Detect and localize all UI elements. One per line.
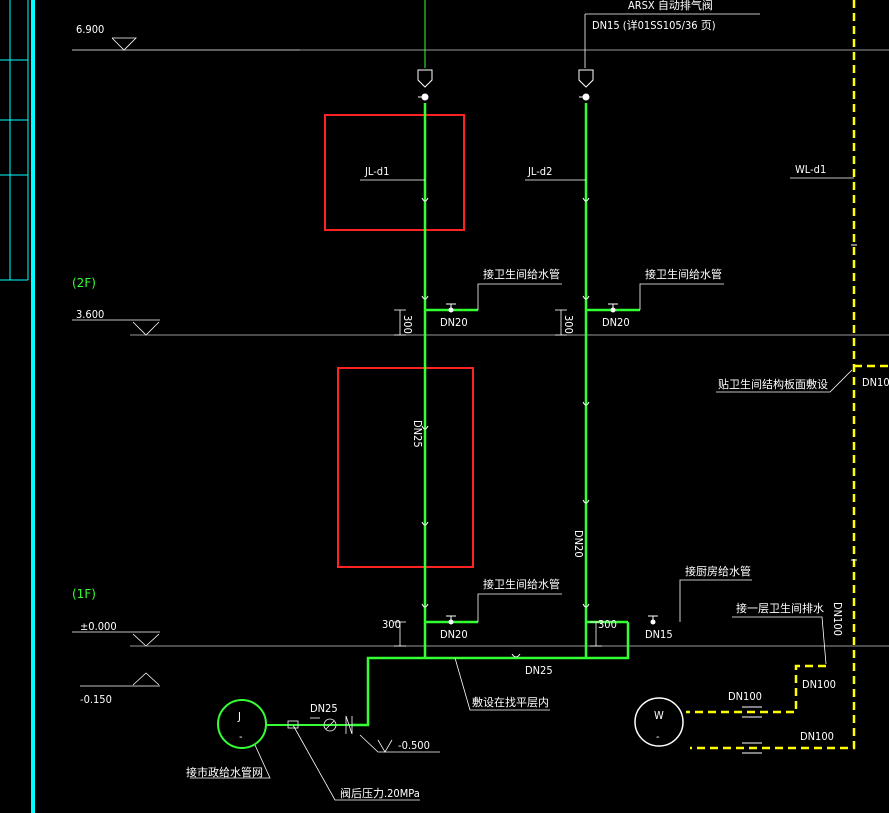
riser-jl1-label: JL-d1	[364, 165, 389, 178]
dim-300-d: 300	[598, 618, 617, 631]
dim-300-c: 300	[382, 618, 401, 631]
inlet-dn25: DN25	[310, 702, 338, 715]
vent-detail-label: DN15 (详01SS105/36 页)	[592, 18, 716, 32]
first-floor-drain-label: 接一层卫生间排水	[736, 601, 824, 615]
drain-pipes	[686, 0, 889, 750]
dn25-main: DN25	[525, 664, 553, 677]
supply-pipes	[352, 103, 640, 727]
dn20-riser: DN20	[572, 530, 585, 558]
supply-main-dash: -	[239, 730, 243, 743]
highlight-boxes	[324, 114, 474, 568]
dn100-b: DN100	[728, 690, 762, 703]
dn100-c: DN100	[800, 730, 834, 743]
pressure-label: 阀后压力.20MPa	[340, 786, 420, 800]
pipe-depth-label: -0.500	[398, 739, 430, 752]
level-lines	[72, 37, 889, 687]
kitchen-supply-label: 接厨房给水管	[685, 564, 751, 578]
drain-outlet-letter: W	[654, 709, 664, 722]
branch-labels: 接卫生间给水管 接卫生间给水管 接卫生间给水管 接厨房给水管 DN20 DN20…	[411, 267, 752, 677]
wall-laid-label: 贴卫生间结构板面敷设	[718, 377, 828, 391]
dim-300-b: 300	[562, 315, 575, 334]
dn100-a: DN100	[802, 678, 836, 691]
under-slab-note: 敷设在找平层内	[454, 657, 550, 711]
vent-annotation: ARSX 自动排气阀 DN15 (详01SS105/36 页)	[424, 0, 760, 68]
dn20-1f: DN20	[440, 628, 468, 641]
floor1-label: (1F)	[72, 587, 96, 601]
dn20-2f-left: DN20	[440, 316, 468, 329]
elev-floor2: 3.600	[76, 308, 104, 321]
title-frame	[0, 0, 35, 813]
highlight-box-lower	[337, 367, 474, 568]
dimension-marks	[394, 309, 602, 647]
supply-main-letter: J	[237, 710, 241, 723]
elev-floor1: ±0.000	[80, 620, 117, 633]
riser-jl2-label: JL-d2	[527, 165, 552, 178]
vent-valve-label: ARSX 自动排气阀	[628, 0, 713, 12]
drain-outlet-dash: -	[656, 730, 660, 743]
vent-valve-icons	[417, 69, 594, 101]
highlight-box-upper	[324, 114, 465, 231]
riser-wl1-label: WL-d1	[795, 163, 826, 176]
drain-outlet: W -	[634, 697, 684, 747]
level-texts: 6.900 (2F) 3.600 (1F) ±0.000 -0.150	[72, 23, 117, 706]
under-slab-label: 敷设在找平层内	[472, 695, 549, 709]
dn15-1f: DN15	[645, 628, 673, 641]
dim-300-a: 300	[401, 315, 414, 334]
dn10x-label: DN10	[862, 376, 889, 389]
dn25-riser: DN25	[411, 420, 424, 448]
drain-outlet-circle	[634, 697, 684, 747]
bath-supply-label-1f: 接卫生间给水管	[483, 577, 560, 591]
drain-riser	[690, 0, 856, 750]
elev-top: 6.900	[76, 23, 104, 36]
drain-fittings	[742, 244, 857, 754]
dimension-texts: 300 300 300 300	[382, 315, 617, 631]
dn20-2f-right: DN20	[602, 316, 630, 329]
elev-outdoor: -0.150	[80, 693, 112, 706]
dn100-vertical: DN100	[831, 602, 844, 636]
bath-supply-label-2f-right: 接卫生间给水管	[645, 267, 722, 281]
water-inlet: J - DN25 接市政给水管网 阀后压力.20MPa -0.500	[186, 699, 440, 801]
bath-supply-label-2f-left: 接卫生间给水管	[483, 267, 560, 281]
floor2-label: (2F)	[72, 276, 96, 290]
riser-labels: JL-d1 JL-d2 WL-d1	[360, 163, 854, 181]
municipal-label: 接市政给水管网	[186, 765, 263, 779]
pipe-clips	[421, 197, 658, 658]
drain-labels: 贴卫生间结构板面敷设 DN10 接一层卫生间排水 DN100 DN100 DN1…	[716, 369, 889, 743]
